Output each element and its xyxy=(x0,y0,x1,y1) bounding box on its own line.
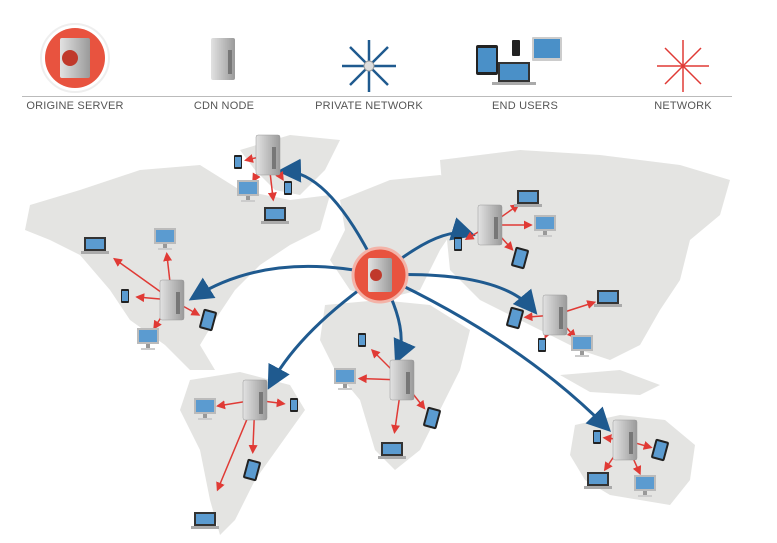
tablet-icon xyxy=(651,438,669,462)
legend-label-network: NETWORK xyxy=(654,100,712,112)
phone-icon xyxy=(234,155,242,169)
legend-label-cdn-node: CDN NODE xyxy=(193,100,255,112)
laptop-icon xyxy=(261,207,289,224)
phone-icon xyxy=(284,181,292,195)
cdn-node xyxy=(477,204,503,246)
indonesia xyxy=(560,370,660,395)
private-network-icon xyxy=(342,40,396,92)
legend: ORIGINE SERVER CDN NODE PRIVATE NETWORK … xyxy=(0,0,777,120)
cdn-node xyxy=(255,134,281,176)
phone-icon xyxy=(358,333,366,347)
private-network-link xyxy=(379,273,611,432)
network-icon xyxy=(657,40,709,92)
monitor-icon xyxy=(154,228,176,250)
origin-server-icon xyxy=(40,23,110,93)
tablet-icon xyxy=(511,246,529,270)
cdn-node xyxy=(159,279,185,321)
north-america xyxy=(25,165,330,370)
legend-divider xyxy=(22,96,732,97)
monitor-icon xyxy=(194,398,216,420)
legend-label-private-network: PRIVATE NETWORK xyxy=(315,100,423,112)
origin-server xyxy=(351,246,409,304)
laptop-icon xyxy=(514,190,542,207)
laptop-icon xyxy=(378,442,406,459)
tablet-icon xyxy=(506,306,524,330)
legend-label-end-users: END USERS xyxy=(492,100,558,112)
laptop-icon xyxy=(191,512,219,529)
phone-icon xyxy=(121,289,129,303)
phone-icon xyxy=(593,430,601,444)
legend-label-origin-server: ORIGINE SERVER xyxy=(26,100,124,112)
monitor-icon xyxy=(334,368,356,390)
tablet-icon xyxy=(199,308,217,332)
cdn-node xyxy=(242,379,268,421)
world-map xyxy=(25,135,730,535)
laptop-icon xyxy=(594,290,622,307)
south-america xyxy=(180,372,305,535)
cdn-node xyxy=(542,294,568,336)
phone-icon xyxy=(538,338,546,352)
monitor-icon xyxy=(237,180,259,202)
monitor-icon xyxy=(571,335,593,357)
phone-icon xyxy=(290,398,298,412)
laptop-icon xyxy=(81,237,109,254)
cdn-node xyxy=(612,419,638,461)
monitor-icon xyxy=(137,328,159,350)
laptop-icon xyxy=(584,472,612,489)
monitor-icon xyxy=(534,215,556,237)
phone-icon xyxy=(454,237,462,251)
tablet-icon xyxy=(243,458,261,482)
end-users-icon xyxy=(476,37,562,85)
cdn-node xyxy=(389,359,415,401)
tablet-icon xyxy=(423,406,441,430)
asia xyxy=(440,150,730,360)
cdn-node-icon xyxy=(211,38,235,80)
monitor-icon xyxy=(634,475,656,497)
